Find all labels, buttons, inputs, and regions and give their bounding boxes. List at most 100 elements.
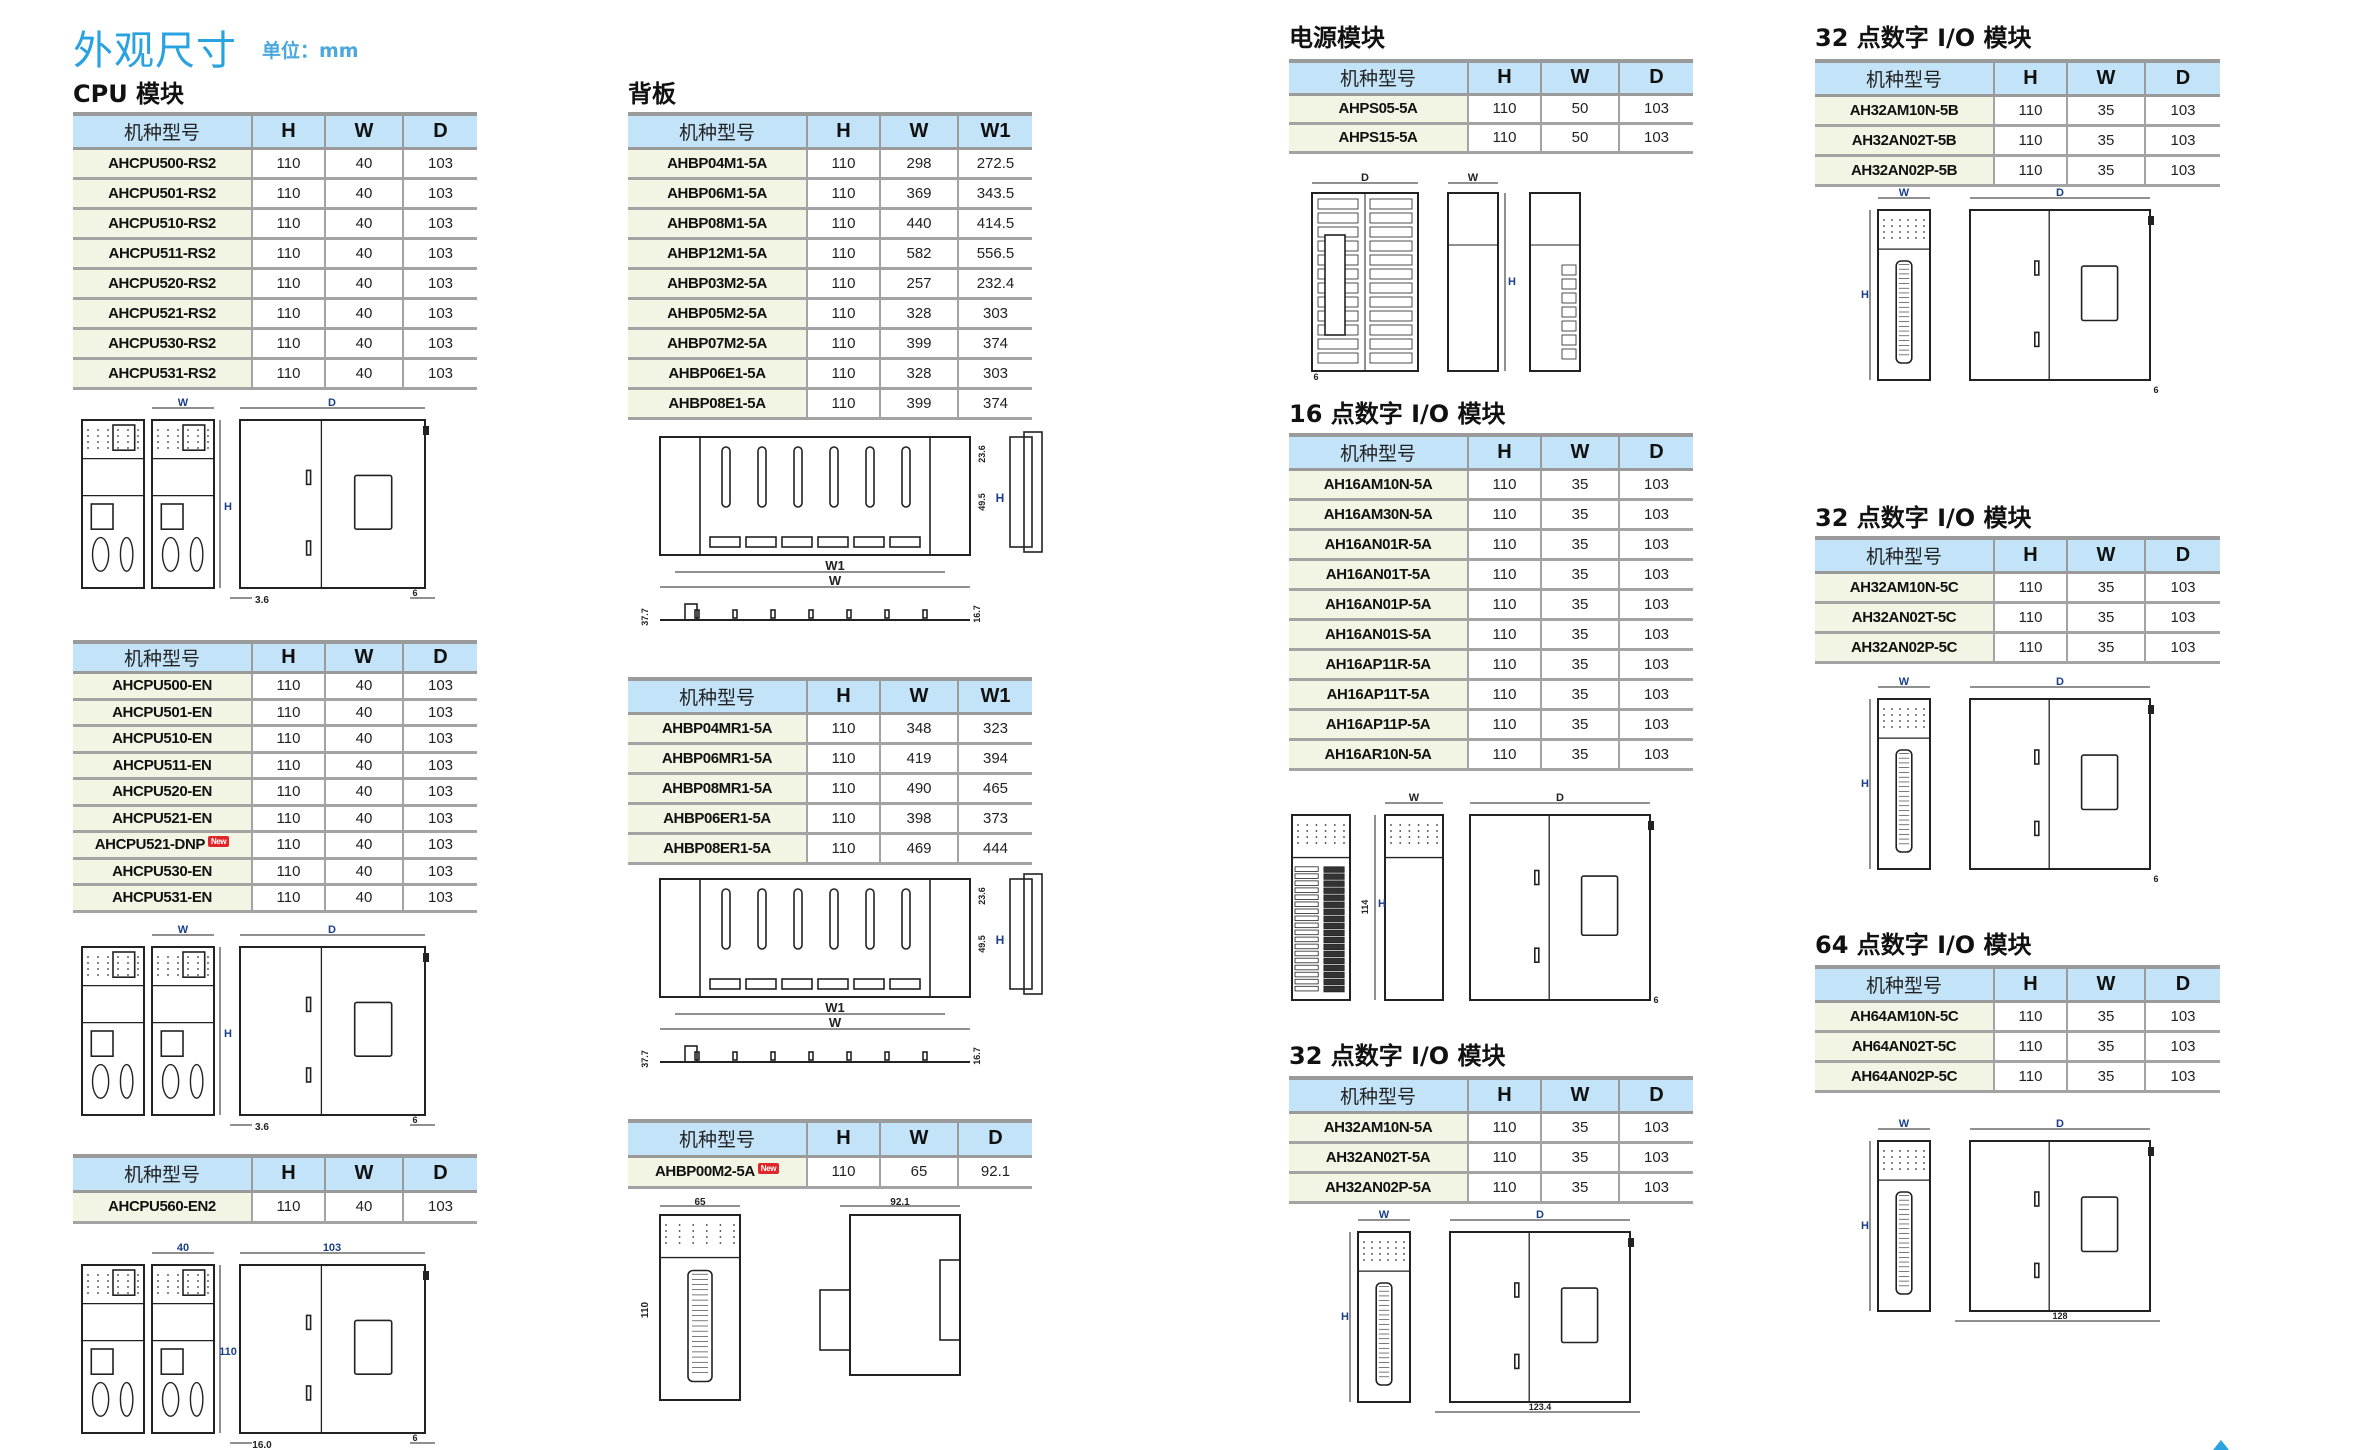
outline	[90, 1348, 114, 1376]
led-dot	[1417, 836, 1420, 838]
model-name: AHPS15-5A	[1338, 129, 1418, 146]
model-cell: AHCPU521-RS2	[73, 298, 252, 330]
dimension-value: 40	[355, 304, 373, 322]
outline	[1580, 875, 1619, 937]
led-dot	[207, 962, 209, 964]
dimension-value: 35	[2097, 578, 2115, 596]
led-dot	[207, 447, 209, 449]
led-dot	[1343, 842, 1345, 844]
column-header: H	[806, 1119, 880, 1158]
outline	[1384, 814, 1444, 1001]
dimension-value: 110	[1492, 129, 1517, 146]
outline	[1294, 978, 1319, 985]
led-dot	[1907, 231, 1909, 233]
dimension-cell: 103	[1618, 559, 1693, 591]
section-heading-backplane: 背板	[628, 80, 676, 108]
outline	[808, 609, 814, 619]
dimension-cell: 103	[402, 268, 477, 300]
led-dot	[157, 956, 159, 958]
dimension-cell: 40	[324, 148, 403, 180]
dimension-cell: 110	[251, 238, 325, 270]
port-icon	[91, 536, 110, 572]
dimension-cell: 35	[2066, 1031, 2145, 1063]
led-dot	[207, 1286, 209, 1288]
dimension-value: 110	[2018, 1037, 2043, 1055]
outline	[853, 978, 885, 990]
led-dot	[197, 1292, 199, 1294]
port-icon	[189, 1381, 204, 1417]
led-dot	[137, 1280, 139, 1282]
outline	[659, 436, 701, 556]
dimension-label: W	[178, 924, 189, 936]
outline	[2034, 1262, 2040, 1279]
outline	[1009, 878, 1033, 990]
dimension-value: 103	[1643, 535, 1670, 553]
port-icon	[161, 1063, 180, 1099]
dimension-cell: 110	[1467, 1112, 1541, 1144]
outline	[1514, 1353, 1520, 1370]
led-dot	[1408, 824, 1411, 826]
outline	[1369, 338, 1413, 350]
dimension-value: 35	[1571, 745, 1589, 763]
dimension-value: 110	[1492, 595, 1517, 613]
dimension-cell: 110	[806, 773, 880, 805]
outline	[1317, 212, 1359, 224]
model-cell: AHPS05-5A	[1289, 94, 1468, 125]
led-dot	[1343, 830, 1345, 832]
outline	[808, 1051, 814, 1061]
dimension-cell: 110	[251, 1191, 325, 1224]
led-dot	[1363, 1247, 1365, 1249]
dimension-cell: 110	[806, 388, 880, 420]
led-dot	[1923, 231, 1925, 233]
column-header: H	[806, 112, 880, 150]
model-cell: AH64AN02P-5C	[1815, 1061, 1994, 1093]
model-name: AHCPU531-RS2	[108, 364, 216, 382]
dimension-value: 103	[427, 184, 454, 202]
led-dot	[97, 968, 99, 970]
dimension-value: 110	[2018, 101, 2043, 119]
dimension-value: 103	[427, 1198, 454, 1215]
dimension-label: 16.0	[252, 1440, 272, 1450]
outline	[151, 419, 215, 589]
model-name: AH32AN02P-5A	[1324, 1178, 1432, 1196]
led-dot	[107, 1274, 109, 1276]
model-cell: AH64AM10N-5C	[1815, 1001, 1994, 1033]
dimension-cell: 35	[1540, 619, 1619, 651]
dimension-cell: 110	[806, 148, 880, 180]
led-dot	[1399, 830, 1402, 832]
led-dot	[87, 1286, 89, 1288]
dimension-value: 469	[906, 839, 932, 857]
dimension-value: 103	[1643, 1178, 1670, 1196]
dimension-cell: 369	[879, 178, 958, 210]
dimension-value: 103	[427, 364, 454, 382]
outline	[922, 609, 928, 619]
outline	[721, 888, 731, 950]
column-header: 机种型号	[628, 677, 807, 715]
outline	[239, 1264, 426, 1434]
outline	[1294, 929, 1319, 936]
column-header: W	[2066, 536, 2145, 574]
dimension-cell: 110	[806, 1156, 880, 1189]
led-dot	[1417, 830, 1420, 832]
outline	[1969, 1140, 2151, 1312]
dimension-label: 23.6	[977, 887, 987, 905]
dimension-cell: 35	[2066, 602, 2145, 634]
dimension-cell: 103	[1618, 529, 1693, 561]
dimension-value: 110	[276, 274, 301, 292]
model-name: AH32AM10N-5C	[1849, 578, 1959, 596]
model-cell: AHCPU560-EN2	[73, 1191, 252, 1224]
dimension-value: 103	[427, 730, 454, 748]
dimension-value: 394	[982, 749, 1009, 767]
outline	[1877, 209, 1931, 381]
section-heading-io32a: 32 点数字 I/O 模块	[1289, 1042, 1506, 1070]
led-dot	[1883, 1162, 1885, 1164]
led-dot	[1395, 1259, 1397, 1261]
led-dot	[1915, 708, 1917, 710]
